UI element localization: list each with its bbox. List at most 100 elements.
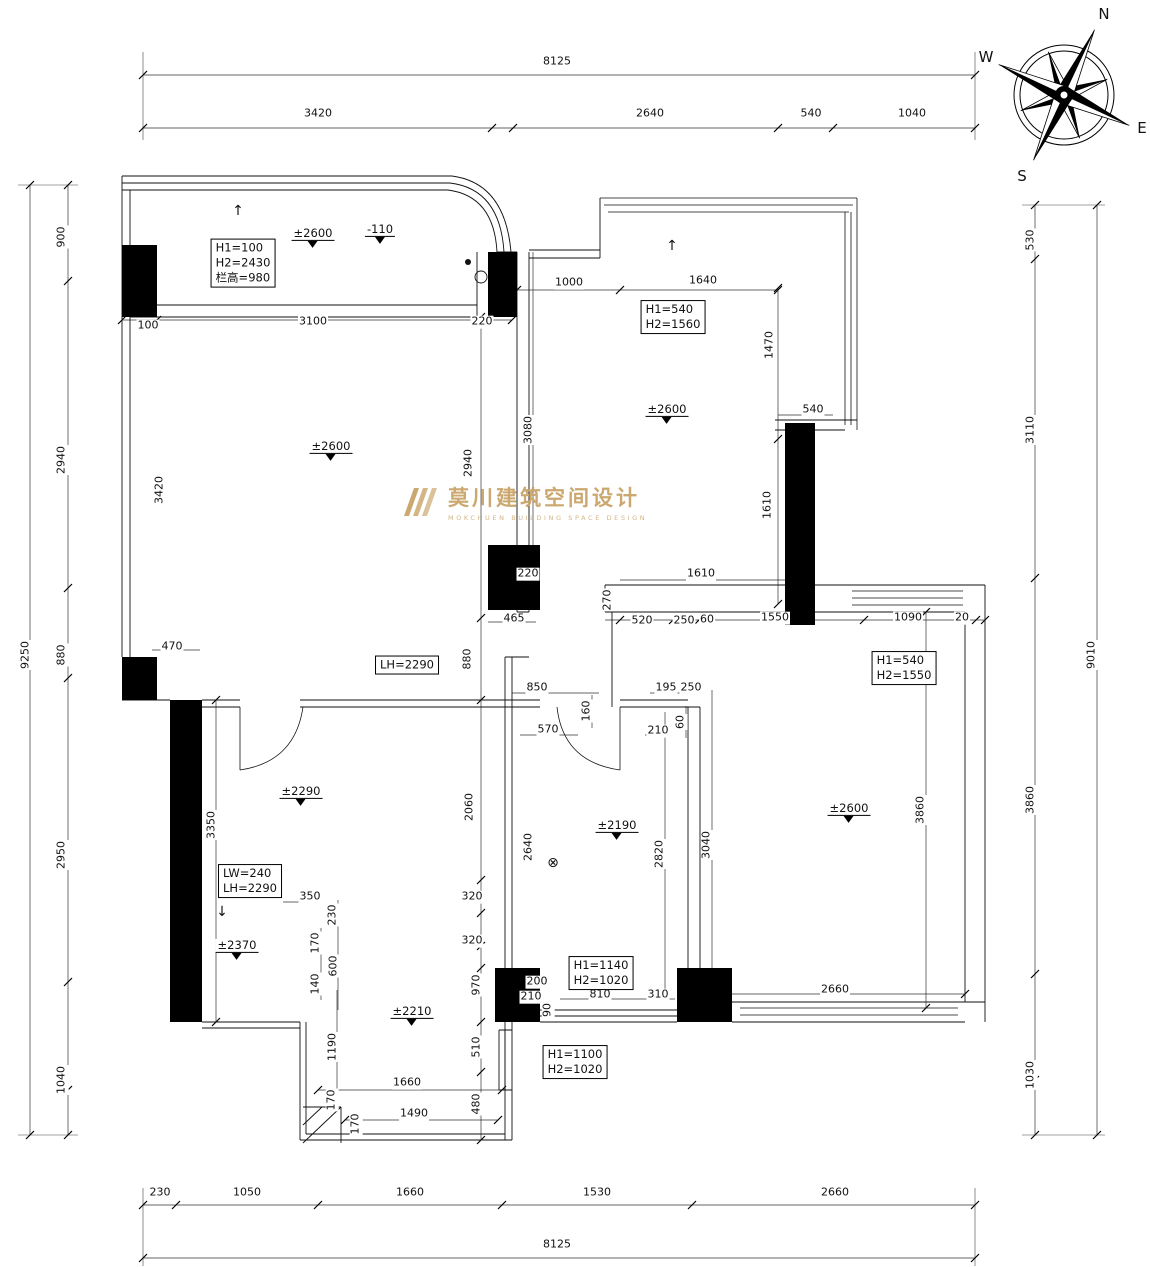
compass-rose <box>998 29 1130 161</box>
brand-subtitle: MOKCHUEN BUILDING SPACE DESIGN <box>448 514 648 522</box>
interior-dimension-label: 2660 <box>820 982 850 997</box>
interior-dimension-label: 480 <box>469 1092 484 1116</box>
interior-dimension-label: 230 <box>325 903 340 927</box>
extension-lines <box>18 52 1105 1266</box>
border-dimension-label: 3110 <box>1023 415 1038 445</box>
interior-dimension-label: 970 <box>469 973 484 997</box>
interior-dimension-label: 140 <box>308 972 323 996</box>
interior-dimension-label: 170 <box>308 931 323 955</box>
border-dimension-label: 900 <box>54 225 69 249</box>
interior-dimension-label: 310 <box>646 987 670 1002</box>
compass-west-label: W <box>977 48 995 66</box>
interior-dimension-label: 160 <box>579 699 594 723</box>
interior-dimension-label: 600 <box>326 954 341 978</box>
elevation-mark: ±2190 <box>595 818 639 845</box>
interior-dimension-label: 1090 <box>893 610 923 625</box>
interior-dimension-label: 100 <box>136 318 160 333</box>
interior-dimension-label: 220 <box>516 566 540 581</box>
border-dimension-label: 2660 <box>820 1185 850 1200</box>
border-dimension-label: 1030 <box>1023 1060 1038 1090</box>
elevation-mark: -110 <box>364 222 396 249</box>
interior-dimension-label: 880 <box>460 647 475 671</box>
border-dimension-label: 2940 <box>54 445 69 475</box>
interior-dimension-label: 170 <box>324 1088 339 1112</box>
interior-dimension-label: 210 <box>519 989 543 1004</box>
interior-dimension-label: 520 <box>630 613 654 628</box>
interior-dimension-label: 570 <box>536 722 560 737</box>
interior-dimension-label: 2640 <box>521 832 536 862</box>
interior-dimension-label: 1660 <box>392 1075 422 1090</box>
interior-dimension-label: 60 <box>699 612 715 627</box>
arrow-down: ↓ <box>216 903 228 920</box>
border-dimension-label: 9250 <box>18 640 33 670</box>
annotation-box: H1=1140 H2=1020 <box>568 956 634 990</box>
elevation-mark: ±2600 <box>645 402 689 429</box>
border-dimension-label: 540 <box>799 106 823 121</box>
interior-dimension-label: 1610 <box>686 566 716 581</box>
border-dimension-label: 2950 <box>54 840 69 870</box>
interior-dimension-label: 2820 <box>652 839 667 869</box>
wall-fills <box>122 245 815 1022</box>
interior-dimension-label: 60 <box>673 714 688 730</box>
interior-dimension-label: 350 <box>298 889 322 904</box>
interior-dimension-label: 250 <box>672 613 696 628</box>
elevation-mark: ±2370 <box>215 938 259 965</box>
annotation-box: H1=540 H2=1550 <box>871 651 937 685</box>
brand-name: 莫川建筑空间设计 <box>448 486 640 510</box>
border-dimension-label: 1530 <box>582 1185 612 1200</box>
interior-dimension-label: 540 <box>801 402 825 417</box>
border-dimension-label: 230 <box>148 1185 172 1200</box>
border-dimension-label: 530 <box>1023 228 1038 252</box>
border-dimension-label: 1050 <box>232 1185 262 1200</box>
interior-dimension-label: 3040 <box>699 830 714 860</box>
interior-dimension-label: 3350 <box>204 810 219 840</box>
interior-dimension-label: 1550 <box>760 610 790 625</box>
interior-dimension-label: 170 <box>348 1112 363 1136</box>
border-dimension-label: 3420 <box>303 106 333 121</box>
interior-dimension-label: 200 <box>525 974 549 989</box>
border-dimension-label: 1040 <box>897 106 927 121</box>
border-dimension-label: 8125 <box>542 1237 572 1252</box>
interior-dimension-label: 90 <box>540 1002 555 1018</box>
elevation-mark: ±2600 <box>827 801 871 828</box>
interior-dimension-label: 1470 <box>762 330 777 360</box>
interior-dimension-label: 465 <box>502 611 526 626</box>
annotation-box: H1=100 H2=2430 栏高=980 <box>210 238 276 288</box>
compass-east-label: E <box>1136 119 1148 137</box>
compass-south-label: S <box>1016 167 1028 185</box>
interior-dimension-label: 220 <box>470 314 494 329</box>
interior-dimension-label: 470 <box>160 639 184 654</box>
interior-dimension-label: 850 <box>525 680 549 695</box>
interior-dimension-label: 320 <box>460 933 484 948</box>
border-dimension-label: 8125 <box>542 54 572 69</box>
border-dimension-label: 880 <box>54 643 69 667</box>
interior-dimension-label: 3100 <box>298 314 328 329</box>
doors <box>239 706 621 771</box>
interior-dimension-label: 510 <box>469 1035 484 1059</box>
elevation-mark: ±2600 <box>291 226 335 253</box>
arrow-up: ↑ <box>666 237 678 254</box>
elevation-mark: ±2290 <box>279 784 323 811</box>
interior-dimension-label: 1190 <box>325 1032 340 1062</box>
interior-dimension-label: 1640 <box>688 273 718 288</box>
interior-dimension-label: 270 <box>600 588 615 612</box>
elevation-mark: ±2210 <box>390 1004 434 1031</box>
interior-dimension-label: 3420 <box>152 475 167 505</box>
annotation-box: LW=240 LH=2290 <box>218 864 282 898</box>
walls <box>121 175 986 1144</box>
border-dimension-label: 2640 <box>635 106 665 121</box>
interior-dimension-label: 3080 <box>521 415 536 445</box>
brand-logo-icon <box>404 488 437 516</box>
border-dimension-label: 1040 <box>54 1065 69 1095</box>
compass-north-label: N <box>1097 5 1111 23</box>
interior-dimension-label: 20 <box>954 610 970 625</box>
windows <box>600 197 963 1016</box>
elevation-mark: ±2600 <box>309 439 353 466</box>
annotation-box: H1=1100 H2=1020 <box>542 1045 608 1079</box>
light-symbol: ⊗ <box>547 854 559 871</box>
interior-dimension-label: 2060 <box>462 792 477 822</box>
interior-dimension-label: 1000 <box>554 275 584 290</box>
arrow-up: ↑ <box>232 202 244 219</box>
